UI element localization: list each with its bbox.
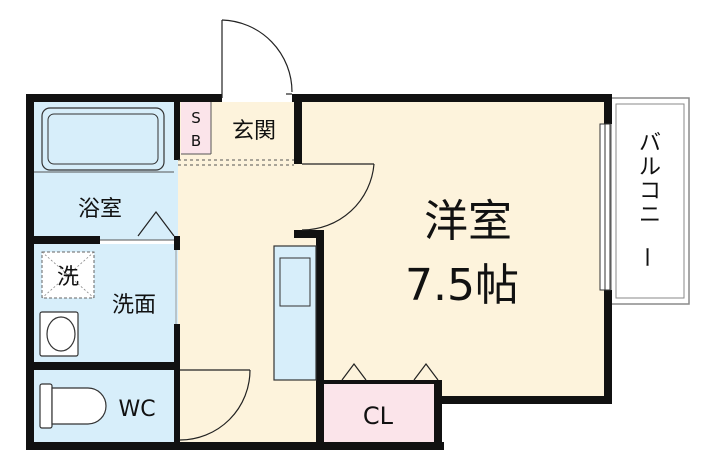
outer-walls xyxy=(26,94,612,450)
room-labels: 洋室 7.5帖 浴室 洗 洗面 WC 玄関 S B CL バルコニー xyxy=(57,109,661,430)
bathroom-door xyxy=(137,211,175,237)
wash-basin xyxy=(39,311,79,357)
washing-machine-space xyxy=(41,251,95,299)
closet-floor xyxy=(322,384,434,442)
western-room-floor xyxy=(302,102,604,384)
bathroom-name: 浴室 xyxy=(78,197,122,222)
washroom-name: 洗面 xyxy=(112,293,156,318)
balcony-name-char: ー xyxy=(633,246,658,268)
toilet-door xyxy=(179,369,251,441)
shoe-box-label-s: S xyxy=(191,109,201,127)
western-room-size: 7.5帖 xyxy=(405,260,519,311)
balcony-window xyxy=(599,123,611,291)
bathtub xyxy=(41,107,165,171)
kitchen-counter xyxy=(273,245,317,381)
shoe-box-floor xyxy=(181,102,211,154)
closet-name: CL xyxy=(363,402,394,430)
western-room-name: 洋室 xyxy=(424,196,512,247)
balcony-name: バルコニー xyxy=(633,131,661,268)
balcony-name-char: コ xyxy=(639,179,661,204)
thin-lines xyxy=(34,102,294,324)
entrance-door xyxy=(221,19,293,98)
balcony-name-char: バ xyxy=(639,131,661,156)
closet-doors xyxy=(341,363,439,381)
toilet-name: WC xyxy=(118,397,155,422)
shoe-box-label-b: B xyxy=(191,132,201,150)
balcony-name-char: ル xyxy=(639,155,661,180)
floor-fills xyxy=(34,102,604,442)
entrance-name: 玄関 xyxy=(232,119,276,144)
western-room-door xyxy=(301,163,375,231)
western-room-floor-lower xyxy=(434,380,604,400)
balcony-name-char: ニ xyxy=(639,203,661,228)
toilet-fixture xyxy=(39,383,107,429)
washer-label: 洗 xyxy=(57,265,79,290)
balcony xyxy=(610,97,690,305)
